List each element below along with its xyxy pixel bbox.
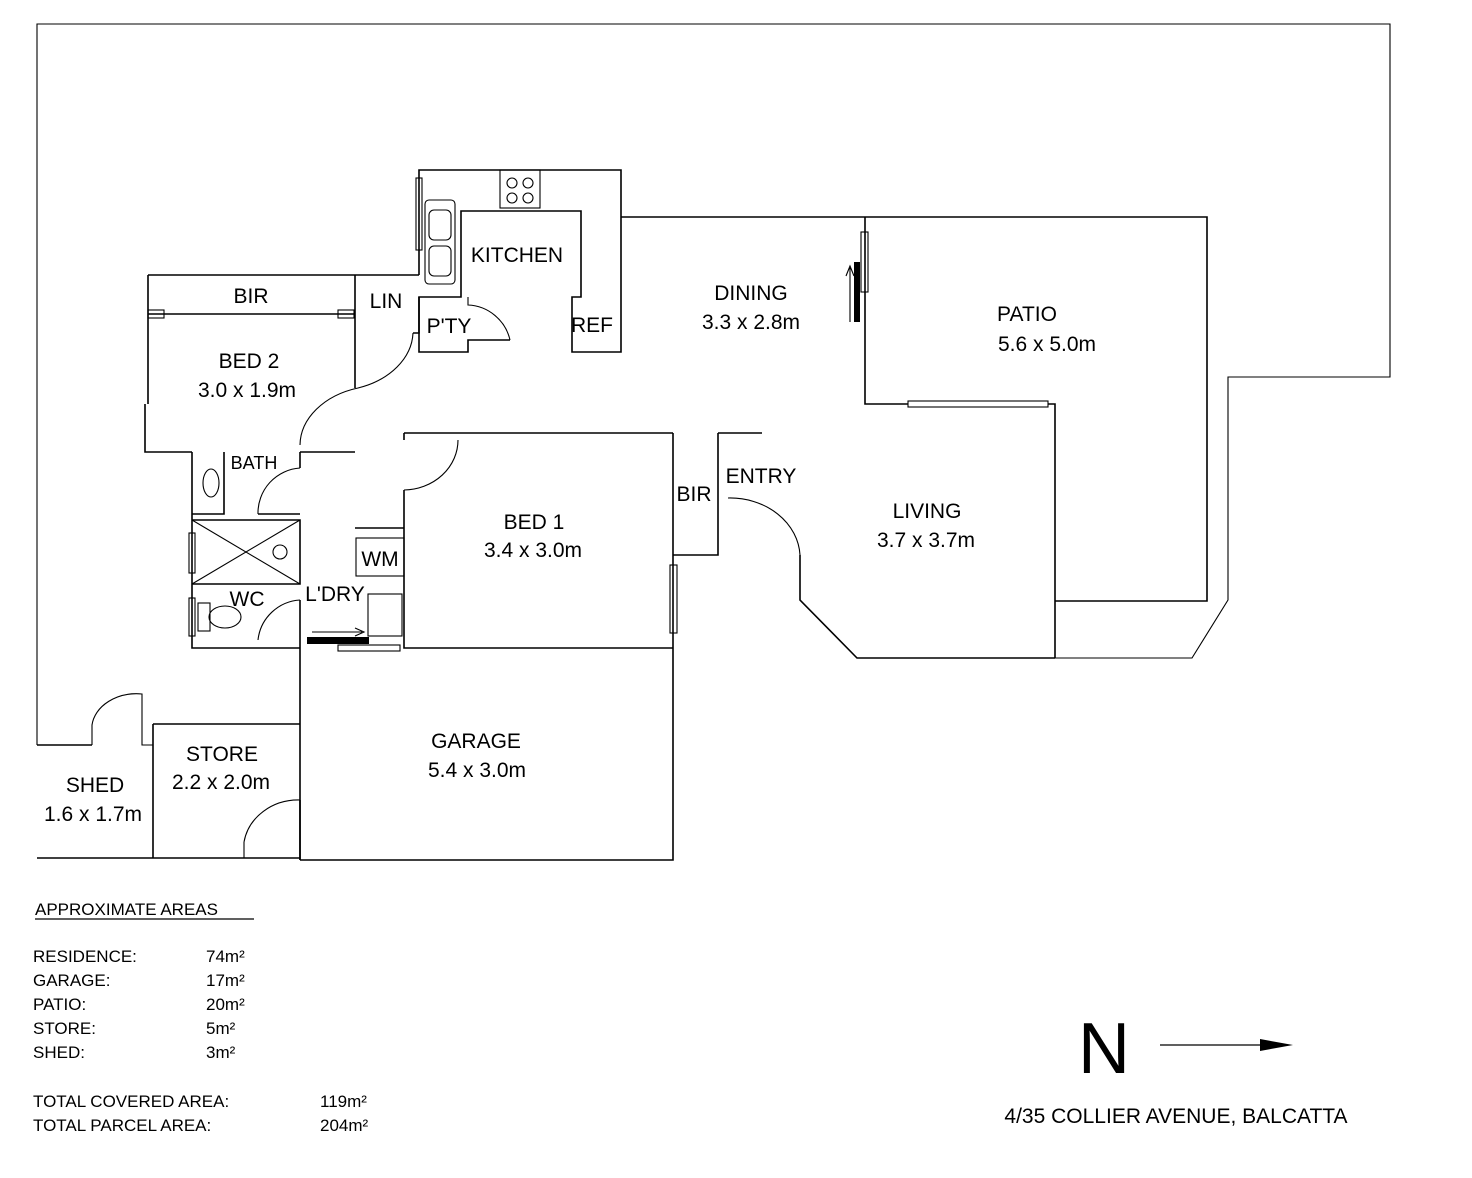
total-row: TOTAL COVERED AREA: 119m² — [33, 1092, 367, 1111]
room-label-dining: DINING — [714, 282, 788, 305]
garage-outline — [37, 648, 674, 861]
room-label-patio: PATIO — [997, 303, 1057, 326]
bir2-outline — [672, 433, 719, 648]
toilet-icon — [197, 602, 211, 632]
room-label-bir: BIR — [233, 285, 268, 308]
room-size-bed2: 3.0 x 1.9m — [198, 379, 296, 402]
bed1-outline — [355, 432, 673, 649]
room-label-bed2: BED 2 — [219, 350, 280, 373]
arrow-icon — [845, 264, 855, 322]
north-letter: N — [1078, 1009, 1130, 1089]
patio-outline — [621, 216, 1208, 658]
room-size-shed: 1.6 x 1.7m — [44, 803, 142, 826]
arrow-icon — [312, 627, 366, 637]
room-label-ref: REF — [571, 314, 613, 337]
bath-outline — [191, 452, 301, 860]
area-value: 5m² — [206, 1019, 236, 1038]
room-label-entry: ENTRY — [726, 465, 797, 488]
bed1-door-swing — [403, 439, 459, 491]
store-door-swing — [243, 799, 301, 843]
areas-title: APPROXIMATE AREAS — [35, 900, 218, 919]
area-row: SHED: 3m² — [33, 1043, 236, 1062]
pantry-door-swing — [467, 297, 511, 341]
patio-door — [907, 400, 1049, 408]
entry-door-swing — [727, 497, 801, 556]
room-size-bed1: 3.4 x 3.0m — [484, 539, 582, 562]
window — [415, 177, 423, 251]
room-label-store: STORE — [186, 743, 258, 766]
area-row: RESIDENCE: 74m² — [33, 947, 245, 966]
room-size-dining: 3.3 x 2.8m — [702, 311, 800, 334]
area-label: SHED: — [33, 1043, 85, 1062]
shed-door-swing — [91, 693, 153, 746]
room-label-shed: SHED — [66, 774, 124, 797]
address: 4/35 COLLIER AVENUE, BALCATTA — [1004, 1105, 1347, 1128]
total-row: TOTAL PARCEL AREA: 204m² — [33, 1116, 369, 1135]
washing-machine — [355, 537, 405, 577]
living-outline — [718, 432, 1055, 659]
cooktop-icon — [499, 169, 541, 209]
room-label-laundry: L'DRY — [305, 583, 365, 606]
area-value: 3m² — [206, 1043, 236, 1062]
total-value: 204m² — [320, 1116, 369, 1135]
area-label: GARAGE: — [33, 971, 110, 990]
room-label-bir2: BIR — [676, 483, 711, 506]
window — [669, 564, 678, 634]
sliding-door — [860, 231, 869, 293]
room-size-store: 2.2 x 2.0m — [172, 771, 270, 794]
total-label: TOTAL COVERED AREA: — [33, 1092, 229, 1111]
area-label: RESIDENCE: — [33, 947, 137, 966]
parcel-boundary — [36, 23, 1391, 745]
room-size-living: 3.7 x 3.7m — [877, 529, 975, 552]
door-swing — [257, 467, 301, 641]
room-label-garage: GARAGE — [431, 730, 521, 753]
kitchen-outline — [418, 169, 622, 353]
room-label-lin: LIN — [370, 290, 403, 313]
total-value: 119m² — [320, 1092, 367, 1111]
sliding-door-panel — [307, 637, 369, 644]
room-size-garage: 5.4 x 3.0m — [428, 759, 526, 782]
room-label-kitchen: KITCHEN — [471, 244, 563, 267]
area-label: PATIO: — [33, 995, 86, 1014]
area-value: 20m² — [206, 995, 245, 1014]
room-label-bath: BATH — [231, 453, 278, 473]
area-value: 74m² — [206, 947, 245, 966]
room-label-wc: WC — [230, 588, 265, 611]
room-label-pantry: P'TY — [427, 315, 472, 338]
room-label-bed1: BED 1 — [504, 511, 565, 534]
area-label: STORE: — [33, 1019, 96, 1038]
area-row: PATIO: 20m² — [33, 995, 245, 1014]
total-label: TOTAL PARCEL AREA: — [33, 1116, 211, 1135]
bed2-outline — [144, 274, 420, 453]
area-value: 17m² — [206, 971, 245, 990]
shower-icon — [191, 519, 301, 585]
trough-icon — [367, 593, 403, 637]
area-row: STORE: 5m² — [33, 1019, 236, 1038]
bed2-door-swing — [299, 332, 414, 446]
room-label-wm: WM — [361, 548, 398, 571]
north-arrow-icon — [1160, 1039, 1293, 1051]
basin-icon — [202, 468, 220, 498]
sliding-door-panel — [854, 262, 860, 322]
room-size-patio: 5.6 x 5.0m — [998, 333, 1096, 356]
sink-icon — [424, 199, 456, 285]
area-row: GARAGE: 17m² — [33, 971, 245, 990]
room-label-living: LIVING — [893, 500, 962, 523]
